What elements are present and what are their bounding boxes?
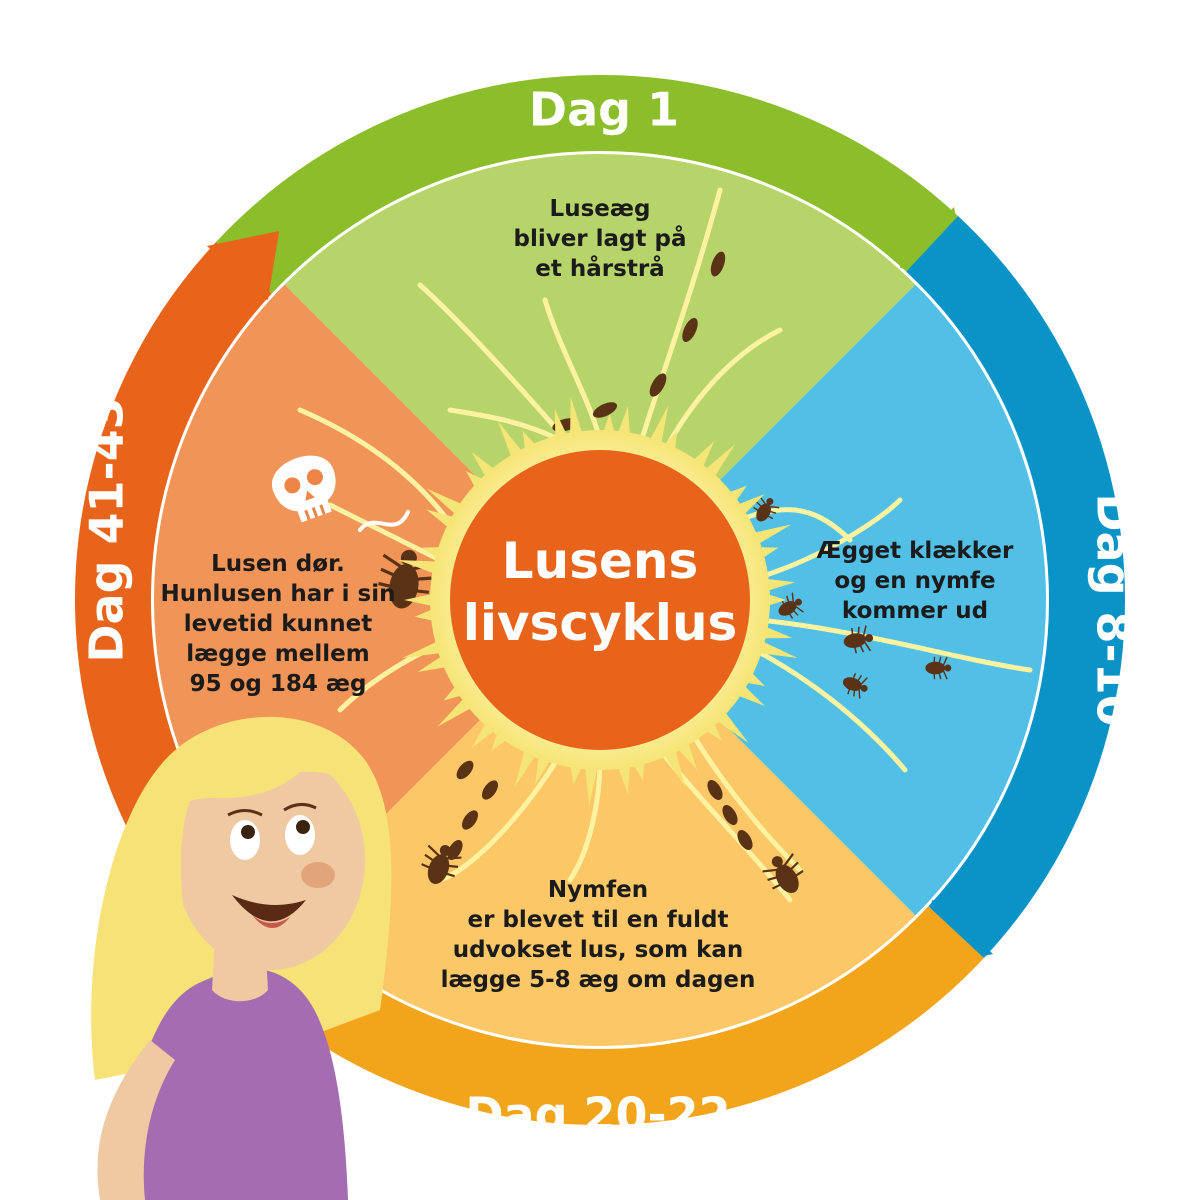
hair-strand bbox=[567, 757, 603, 883]
hair-strand bbox=[327, 502, 443, 563]
stage-1-line-1: Luseæg bbox=[550, 196, 651, 222]
stage-3-line-4: lægge 5-8 æg om dagen bbox=[441, 967, 756, 993]
nit-icon bbox=[710, 251, 726, 277]
nit-icon bbox=[456, 760, 474, 780]
stage-3-line-1: Nymfen bbox=[548, 877, 648, 903]
louse-icon bbox=[842, 672, 868, 699]
stage-1-line-2: bliver lagt på bbox=[513, 225, 686, 252]
hair-strand bbox=[637, 187, 723, 448]
hair-strand bbox=[747, 497, 903, 583]
nit-icon bbox=[722, 805, 738, 825]
stage-text-dag-20-22: Nymfen er blevet til en fuldt udvokset l… bbox=[441, 877, 756, 993]
stage-4-line-3: levetid kunnet bbox=[184, 611, 372, 637]
ring-arc-dag-8-10 bbox=[906, 216, 1125, 959]
louse-icon bbox=[762, 853, 804, 894]
nit-icon bbox=[649, 373, 667, 397]
stage-3-line-2: er blevet til en fuldt bbox=[468, 907, 729, 933]
center-title-line1: Lusens bbox=[502, 532, 698, 590]
hair-strand bbox=[687, 727, 803, 873]
nit-icon bbox=[737, 830, 753, 850]
center-circle bbox=[450, 450, 750, 750]
stage-3-line-3: udvokset lus, som kan bbox=[453, 937, 744, 963]
hair-strand bbox=[447, 407, 563, 443]
stage-4-line-4: lægge mellem bbox=[186, 641, 369, 667]
ring-label-dag-8-10: Dag 8-10 bbox=[1087, 493, 1141, 726]
hair-strand bbox=[542, 297, 603, 443]
hair-strand bbox=[297, 407, 458, 533]
segment-dag-20-22 bbox=[284, 600, 916, 1046]
nit-icon bbox=[707, 780, 723, 800]
segment-dag-1 bbox=[284, 154, 916, 600]
center-title-line2: livscyklus bbox=[463, 594, 738, 652]
nit-icon bbox=[462, 810, 478, 830]
stage-1-line-3: et hårstrå bbox=[535, 255, 664, 282]
day-ring bbox=[75, 75, 1125, 1125]
ring-label-dag-41-43: Dag 41-43 bbox=[80, 397, 134, 662]
stage-4-line-5: 95 og 184 æg bbox=[190, 671, 367, 697]
stage-4-line-2: Hunlusen har i sin bbox=[160, 581, 395, 607]
nit-icon bbox=[682, 317, 698, 343]
stage-text-dag-8-10: Ægget klækker og en nymfe kommer ud bbox=[817, 538, 1014, 624]
stage-text-dag-1: Luseæg bliver lagt på et hårstrå bbox=[513, 196, 686, 282]
ring-arc-dag-1 bbox=[216, 75, 959, 294]
skull-icon bbox=[271, 455, 336, 523]
hair-strand bbox=[752, 647, 908, 773]
louse-icon bbox=[778, 592, 804, 619]
ring-arc-dag-20-22 bbox=[241, 906, 984, 1125]
ring-arrow-dag-41-43 bbox=[206, 230, 280, 301]
ring-label-dag-1: Dag 1 bbox=[529, 83, 679, 137]
skull-swirl bbox=[358, 510, 410, 532]
louse-icon bbox=[843, 625, 874, 654]
stage-4-line-1: Lusen dør. bbox=[211, 551, 345, 577]
louse-icon bbox=[378, 549, 435, 609]
nit-icon bbox=[592, 402, 618, 418]
stage-text-dag-41-43: Lusen dør. Hunlusen har i sin levetid ku… bbox=[160, 551, 395, 697]
nit-icon bbox=[447, 840, 463, 860]
segment-dag-8-10 bbox=[600, 284, 1046, 916]
louse-icon bbox=[421, 844, 462, 884]
stage-2-line-2: og en nymfe bbox=[834, 568, 995, 594]
nit-icon bbox=[482, 780, 498, 800]
ring-label-dag-20-22: Dag 20-22 bbox=[465, 1088, 730, 1142]
hair-strand bbox=[757, 617, 1033, 673]
louse-icon bbox=[753, 496, 780, 522]
hair-strand bbox=[737, 507, 853, 543]
girl-illustration bbox=[91, 716, 392, 1200]
stage-2-line-3: kommer ud bbox=[842, 598, 988, 624]
stage-2-line-1: Ægget klækker bbox=[817, 538, 1014, 564]
louse-icon bbox=[925, 656, 952, 680]
